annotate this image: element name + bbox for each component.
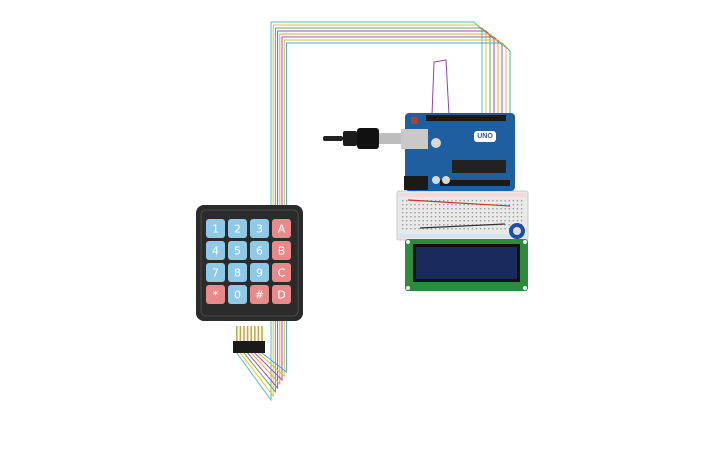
power-jack: [404, 176, 428, 190]
key-label: 6: [256, 245, 263, 258]
uno-logo: [474, 131, 496, 142]
keypad-connector: [233, 326, 265, 353]
key-label: B: [278, 245, 286, 258]
key-label: 0: [234, 289, 241, 302]
key-*[interactable]: *: [206, 285, 225, 304]
capacitor-3: [442, 176, 450, 184]
digital-header: [426, 115, 506, 121]
capacitor: [431, 138, 441, 148]
key-label: C: [278, 267, 286, 280]
lcd-screen: [416, 247, 517, 279]
key-label: 1: [212, 223, 219, 236]
key-#[interactable]: #: [250, 285, 269, 304]
reset-button[interactable]: [411, 117, 418, 124]
lcd-module[interactable]: [405, 239, 528, 291]
keypad-4x4[interactable]: 1 2 3 A 4 5 6 B 7 8 9 C * 0 # D: [196, 205, 303, 321]
usb-cable[interactable]: [323, 128, 401, 149]
key-label: D: [277, 289, 285, 302]
key-0[interactable]: 0: [228, 285, 247, 304]
key-1[interactable]: 1: [206, 219, 225, 238]
key-label: #: [255, 289, 264, 302]
key-D[interactable]: D: [272, 285, 291, 304]
breadboard-wire-black: [419, 223, 506, 229]
capacitor-2: [432, 176, 440, 184]
arduino-uno-board[interactable]: UNO: [401, 113, 515, 191]
board-label: UNO: [477, 133, 493, 140]
breadboard-wire-red: [407, 199, 511, 207]
potentiometer-knob[interactable]: [513, 227, 521, 235]
breadboard[interactable]: [396, 190, 529, 241]
key-label: 7: [212, 267, 219, 280]
key-4[interactable]: 4: [206, 241, 225, 260]
key-C[interactable]: C: [272, 263, 291, 282]
key-5[interactable]: 5: [228, 241, 247, 260]
key-2[interactable]: 2: [228, 219, 247, 238]
key-9[interactable]: 9: [250, 263, 269, 282]
key-label: 2: [234, 223, 241, 236]
key-label: 9: [256, 267, 263, 280]
key-6[interactable]: 6: [250, 241, 269, 260]
key-label: 8: [234, 267, 241, 280]
key-label: A: [278, 223, 286, 236]
atmega-chip: [452, 160, 506, 173]
key-3[interactable]: 3: [250, 219, 269, 238]
key-7[interactable]: 7: [206, 263, 225, 282]
key-label: 4: [212, 245, 219, 258]
key-label: 3: [256, 223, 263, 236]
key-B[interactable]: B: [272, 241, 291, 260]
analog-header: [440, 180, 510, 186]
key-label: 5: [234, 245, 241, 258]
key-A[interactable]: A: [272, 219, 291, 238]
usb-port: [401, 129, 428, 149]
key-label: *: [213, 289, 219, 302]
wire-loop[interactable]: [431, 59, 450, 116]
key-8[interactable]: 8: [228, 263, 247, 282]
